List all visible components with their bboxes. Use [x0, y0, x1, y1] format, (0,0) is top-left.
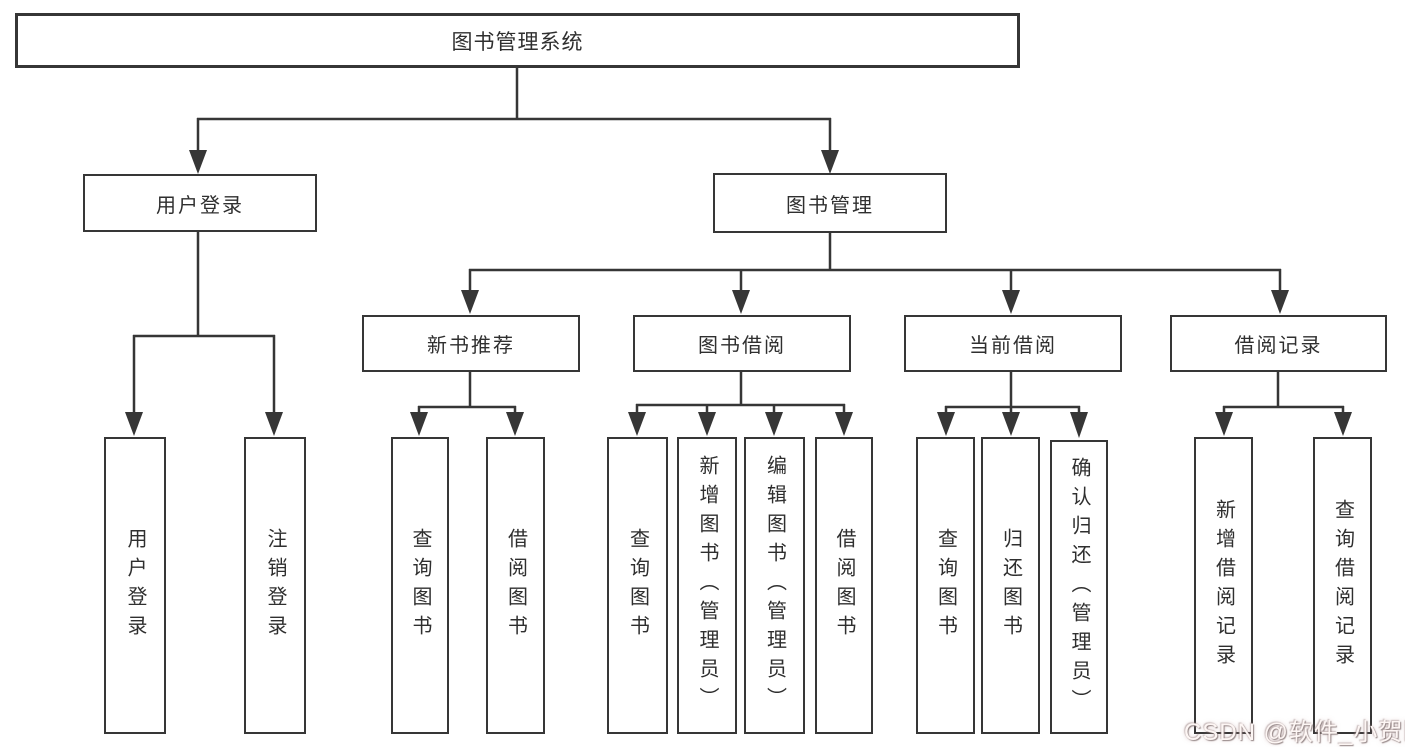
- leaf-label: 新增借阅记录: [1212, 498, 1235, 673]
- leaf-label: 确认归还（管理员）: [1068, 456, 1090, 718]
- arrowhead: [265, 412, 283, 436]
- node-leaf-confirm-return-admin: 确认归还（管理员）: [1050, 440, 1108, 734]
- arrowhead: [125, 412, 143, 436]
- leaf-label: 查询图书: [934, 527, 957, 644]
- arrowhead: [189, 150, 207, 174]
- arrowhead: [698, 412, 716, 436]
- connector-group-borrow: [635, 372, 846, 420]
- arrowhead: [1334, 412, 1352, 436]
- arrowhead: [821, 150, 839, 174]
- node-leaf-query-books-3: 查询图书: [916, 437, 975, 734]
- node-leaf-return-book: 归还图书: [981, 437, 1040, 734]
- node-root: 图书管理系统: [15, 13, 1020, 68]
- node-leaf-user-login: 用户登录: [104, 437, 166, 734]
- node-leaf-logout: 注销登录: [244, 437, 306, 734]
- node-leaf-query-books-1: 查询图书: [391, 437, 449, 734]
- node-book-mgmt: 图书管理: [713, 173, 947, 233]
- node-group-newbooks: 新书推荐: [362, 315, 580, 372]
- arrowhead: [410, 412, 428, 436]
- arrowhead: [1070, 412, 1088, 438]
- node-leaf-borrow-books-1: 借阅图书: [486, 437, 545, 734]
- node-leaf-add-book-admin: 新增图书（管理员）: [677, 437, 737, 734]
- connector-mgmt-branch: [468, 232, 1282, 298]
- leaf-label: 归还图书: [999, 527, 1022, 644]
- leaf-label: 注销登录: [264, 527, 286, 644]
- arrowhead: [628, 412, 646, 436]
- arrowhead: [765, 412, 783, 436]
- node-leaf-query-borrow-record: 查询借阅记录: [1313, 437, 1372, 734]
- arrowhead: [506, 412, 524, 436]
- arrowhead: [937, 412, 955, 436]
- leaf-label: 查询图书: [626, 527, 649, 644]
- connector-group-newbooks: [417, 372, 517, 420]
- node-user-login: 用户登录: [83, 174, 317, 232]
- leaf-label: 查询图书: [409, 527, 431, 644]
- leaf-label: 新增图书（管理员）: [696, 455, 718, 716]
- arrowhead: [1002, 412, 1020, 436]
- arrowhead: [1215, 412, 1233, 436]
- node-leaf-query-books-2: 查询图书: [607, 437, 668, 734]
- arrowhead: [835, 412, 853, 436]
- node-leaf-edit-book-admin: 编辑图书（管理员）: [744, 437, 805, 734]
- connector-root: [196, 68, 832, 158]
- csdn-watermark: CSDN @软件_小贺同学: [1184, 719, 1405, 746]
- leaf-label: 编辑图书（管理员）: [763, 455, 786, 716]
- node-group-records: 借阅记录: [1170, 315, 1387, 372]
- arrowhead: [1271, 290, 1289, 314]
- connector-group-records: [1222, 372, 1345, 420]
- arrowhead: [732, 290, 750, 314]
- node-group-borrow: 图书借阅: [633, 315, 851, 372]
- leaf-label: 借阅图书: [833, 527, 855, 644]
- node-group-current: 当前借阅: [904, 315, 1122, 372]
- arrowhead: [1002, 290, 1020, 314]
- leaf-label: 借阅图书: [504, 527, 527, 644]
- leaf-label: 查询借阅记录: [1331, 498, 1354, 673]
- arrowhead: [461, 290, 479, 314]
- node-leaf-add-borrow-record: 新增借阅记录: [1194, 437, 1253, 734]
- node-leaf-borrow-books-2: 借阅图书: [815, 437, 873, 734]
- connector-login-branch: [132, 232, 276, 420]
- leaf-label: 用户登录: [124, 527, 146, 644]
